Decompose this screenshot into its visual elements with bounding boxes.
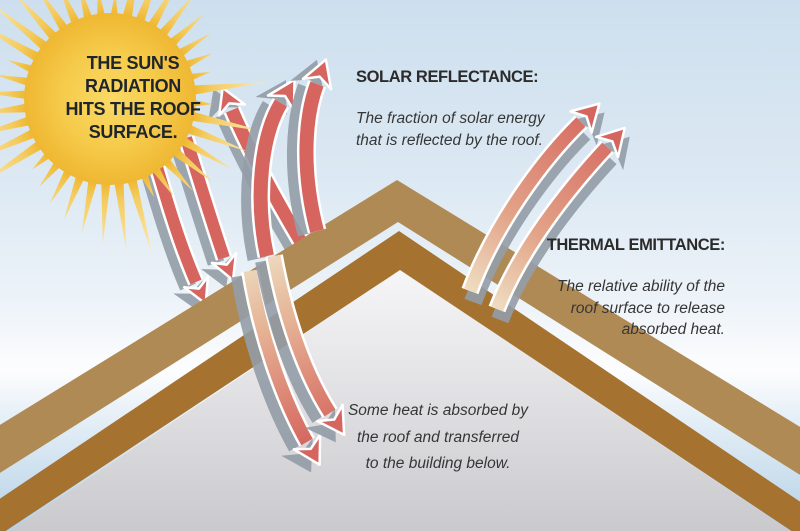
incoming-radiation-arrow-2 <box>169 135 238 289</box>
absorbed-heat-arrow-1 <box>231 269 322 473</box>
sun-icon <box>0 0 267 255</box>
thermal-emittance-arrow-2 <box>488 126 630 324</box>
absorbed-heat-note: Some heat is absorbed by the roof and tr… <box>347 402 529 472</box>
sun-caption: THE SUN'S RADIATION HITS THE ROOF SURFAC… <box>65 53 201 142</box>
reflected-arrow-2 <box>286 58 333 237</box>
thermal-emittance-arrow-1 <box>461 102 605 306</box>
solar-reflectance-body: The fraction of solar energy that is ref… <box>356 110 545 149</box>
thermal-emittance-body: The relative ability of the roof surface… <box>556 278 725 338</box>
solar-reflectance-heading: SOLAR REFLECTANCE: <box>356 68 539 86</box>
absorbed-heat-arrow-1-shadow <box>231 274 313 473</box>
roof-outer-layer <box>0 180 800 475</box>
absorbed-heat-arrow-2-shadow <box>255 259 336 443</box>
thermal-emittance-heading: THERMAL EMITTANCE: <box>546 236 726 254</box>
absorbed-heat-arrow-2 <box>255 254 346 443</box>
thermal-emittance-label: THERMAL EMITTANCE: The relative ability … <box>440 218 726 359</box>
reflected-arrow-1 <box>241 78 296 262</box>
building-interior <box>9 270 791 531</box>
solar-reflectance-label: SOLAR REFLECTANCE: The fraction of solar… <box>356 50 586 169</box>
